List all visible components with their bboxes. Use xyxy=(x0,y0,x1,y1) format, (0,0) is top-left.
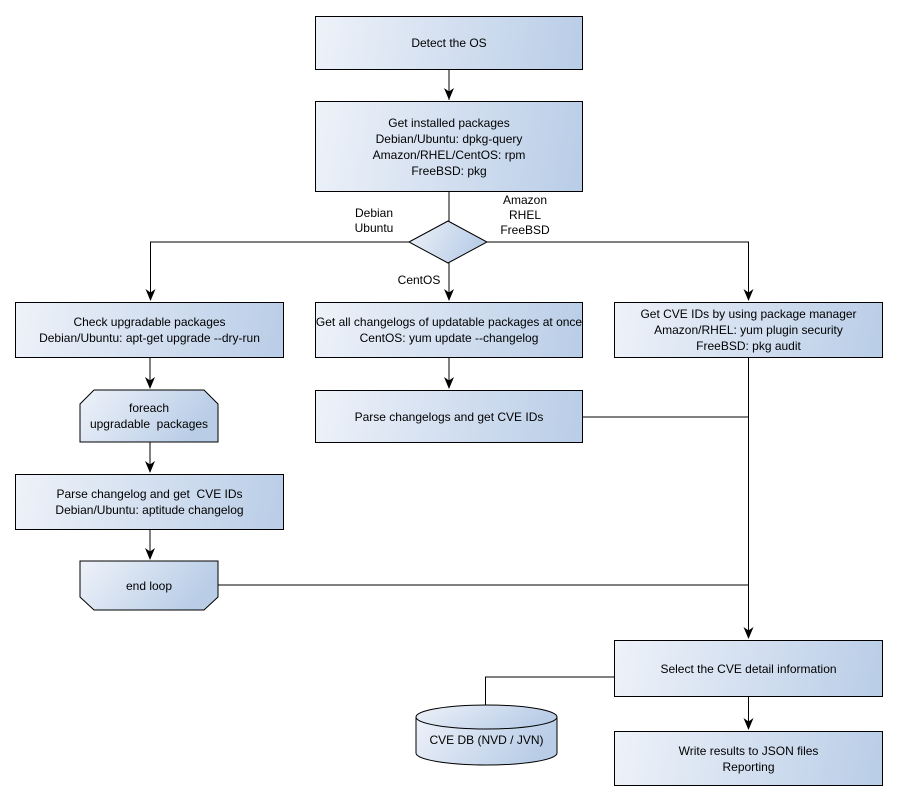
node-label-line: FreeBSD: pkg audit xyxy=(696,339,801,353)
node-select-cve-detail: Select the CVE detail information xyxy=(614,640,883,697)
edge-label-line: Ubuntu xyxy=(354,221,394,235)
node-label-line: Write results to JSON files xyxy=(678,743,819,758)
node-label-line: Amazon/RHEL: yum plugin security xyxy=(654,323,843,337)
edge-decision-to-pkgmgr xyxy=(487,241,749,300)
edge-label-line: RHEL xyxy=(508,208,541,222)
arrowhead xyxy=(145,548,155,560)
cylinder-top xyxy=(415,704,558,730)
node-label-line: upgradable packages xyxy=(89,417,209,431)
edge-label-line: FreeBSD xyxy=(500,223,550,237)
cylinder-body xyxy=(415,716,558,766)
cylinder-cve-db xyxy=(415,704,558,766)
node-label-line: Reporting xyxy=(722,759,775,774)
node-label-line: CentOS: yum update --changelog xyxy=(359,331,539,345)
edge-label-line: Debian xyxy=(354,206,394,220)
node-check-upgradable-packages: Check upgradable packages Debian/Ubuntu:… xyxy=(15,302,284,358)
end-loop-shape xyxy=(79,560,219,611)
node-label-line: CVE DB (NVD / JVN) xyxy=(429,733,544,747)
node-label-line: foreach xyxy=(128,401,170,415)
connector-lines xyxy=(149,70,749,729)
decision-diamond xyxy=(407,220,489,264)
arrowhead xyxy=(444,289,454,301)
arrowhead xyxy=(743,289,754,301)
node-label-line: Parse changelogs and get CVE IDs xyxy=(354,409,544,424)
node-parse-changelog: Parse changelog and get CVE IDs Debian/U… xyxy=(15,474,284,530)
node-get-installed-packages: Get installed packages Debian/Ubuntu: dp… xyxy=(315,101,583,192)
edge-select-to-cvedb xyxy=(485,676,614,706)
node-label-line: Get CVE IDs by using package manager xyxy=(640,307,857,321)
node-detect-os: Detect the OS xyxy=(315,16,583,70)
node-label-line: Get installed packages xyxy=(388,115,510,130)
node-end-loop-label: end loop xyxy=(80,561,218,610)
node-label-line: Debian/Ubuntu: apt-get upgrade --dry-run xyxy=(39,331,260,345)
node-label-line: Get all changelogs of updatable packages… xyxy=(315,315,583,329)
node-parse-changelogs: Parse changelogs and get CVE IDs xyxy=(315,390,583,443)
node-foreach-loop-label: foreach upgradable packages xyxy=(80,390,218,442)
edge-label-line: CentOS xyxy=(397,273,441,287)
node-label-line: Detect the OS xyxy=(411,36,487,50)
edge-label-line: Amazon xyxy=(502,193,548,207)
arrowhead xyxy=(145,377,155,389)
node-get-all-changelogs: Get all changelogs of updatable packages… xyxy=(315,302,583,358)
edge-label-debian-ubuntu: Debian Ubuntu xyxy=(343,206,405,236)
arrowheads xyxy=(145,88,754,730)
arrowhead xyxy=(145,289,156,301)
arrowhead xyxy=(444,88,454,100)
node-write-results: Write results to JSON files Reporting xyxy=(614,731,883,786)
node-cve-db-label: CVE DB (NVD / JVN) xyxy=(416,726,557,754)
node-label-line: Check upgradable packages xyxy=(73,315,226,329)
arrowhead xyxy=(444,377,454,389)
node-label-line: Amazon/RHEL/CentOS: rpm xyxy=(372,147,526,162)
arrowhead xyxy=(743,718,754,730)
edge-label-centos: CentOS xyxy=(388,273,450,288)
node-label-line: FreeBSD: pkg xyxy=(411,163,487,178)
node-label-line: end loop xyxy=(125,578,173,593)
arrowhead xyxy=(145,461,155,473)
node-label-line: Debian/Ubuntu: dpkg-query xyxy=(375,131,523,146)
foreach-loop-shape xyxy=(79,389,219,443)
node-label-line: Parse changelog and get CVE IDs xyxy=(56,487,243,501)
node-label-line: Debian/Ubuntu: aptitude changelog xyxy=(55,503,244,517)
arrowhead xyxy=(743,627,754,639)
edge-label-amazon-rhel-freebsd: Amazon RHEL FreeBSD xyxy=(493,193,557,238)
edge-decision-to-check xyxy=(150,241,409,300)
node-label-line: Select the CVE detail information xyxy=(660,661,837,676)
node-get-cve-ids-package-manager: Get CVE IDs by using package manager Ama… xyxy=(614,302,883,358)
